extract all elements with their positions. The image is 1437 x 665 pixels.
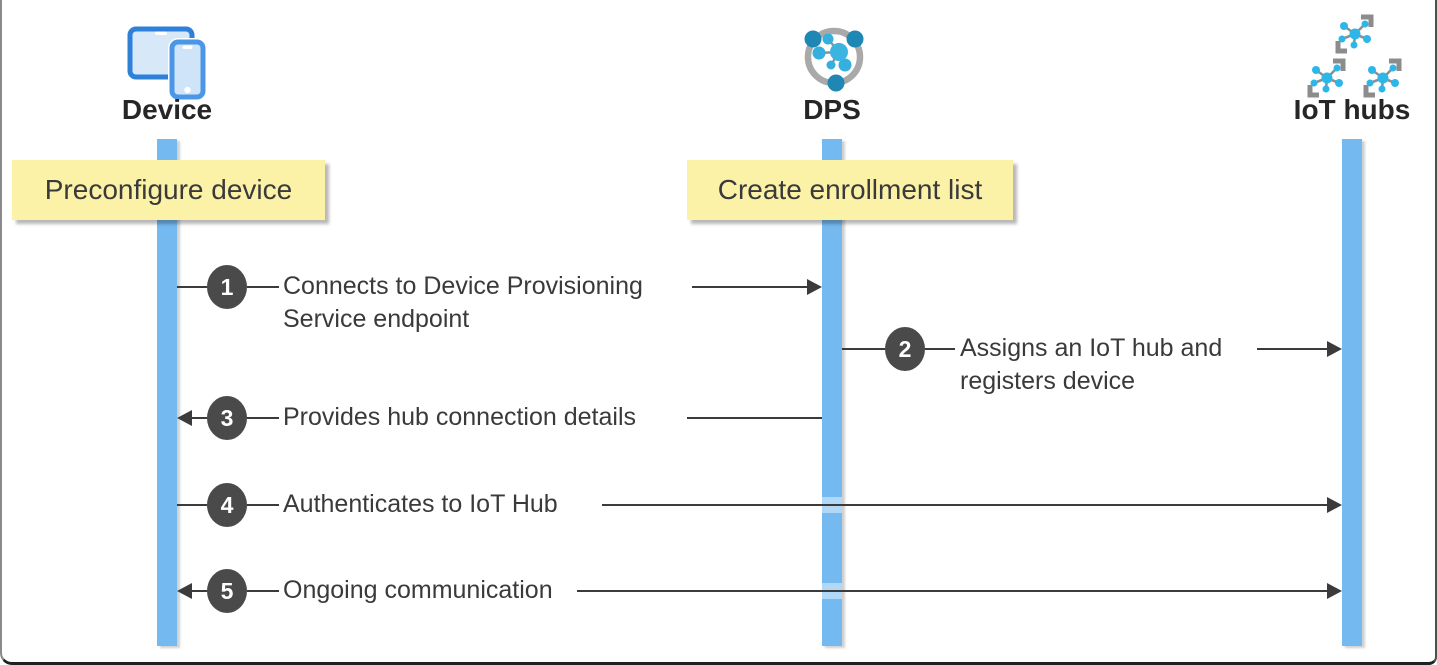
arrow-line-segment bbox=[247, 417, 279, 419]
arrow-line-segment bbox=[247, 504, 279, 506]
lifeline-iot-hubs bbox=[1342, 139, 1362, 646]
dps-service-icon bbox=[804, 27, 864, 92]
step-label: Connects to Device Provisioning Service … bbox=[283, 272, 643, 333]
step-number-badge: 1 bbox=[207, 265, 247, 309]
actor-label-dps: DPS bbox=[803, 94, 861, 125]
arrow-line-segment bbox=[177, 504, 207, 506]
step-label: Authenticates to IoT Hub bbox=[283, 490, 558, 518]
arrowhead-right-icon bbox=[1327, 497, 1342, 513]
actor-label-iot-hubs: IoT hubs bbox=[1293, 94, 1411, 125]
step-number-badge: 4 bbox=[207, 483, 247, 527]
arrow-line-segment bbox=[925, 348, 955, 350]
note-create-enrollment-list: Create enrollment list bbox=[687, 160, 1013, 220]
arrowhead-right-icon bbox=[807, 279, 822, 295]
arrowhead-right-icon bbox=[1327, 341, 1342, 357]
arrow-line-segment bbox=[191, 417, 207, 419]
lifeline-device bbox=[157, 139, 177, 646]
arrow-line-segment bbox=[687, 417, 822, 419]
arrow-line-segment bbox=[692, 286, 808, 288]
step-label: Assigns an IoT hub and registers device bbox=[960, 334, 1223, 395]
arrow-line-segment bbox=[247, 286, 279, 288]
arrowhead-left-icon bbox=[177, 583, 192, 599]
step-number-badge: 5 bbox=[207, 569, 247, 613]
arrowhead-left-icon bbox=[177, 410, 192, 426]
note-preconfigure-device: Preconfigure device bbox=[12, 160, 325, 220]
lifeline-dps bbox=[822, 139, 842, 646]
step-label: Provides hub connection details bbox=[283, 403, 637, 431]
device-tablet-phone-icon bbox=[127, 26, 207, 100]
iot-hubs-cluster-icon bbox=[1304, 14, 1404, 98]
arrow-line-segment bbox=[602, 504, 1328, 506]
step-label: Ongoing communication bbox=[283, 576, 553, 604]
step-number-badge: 2 bbox=[885, 327, 925, 371]
arrow-line-segment bbox=[1257, 348, 1328, 350]
step-number-badge: 3 bbox=[207, 396, 247, 440]
arrow-line-segment bbox=[177, 286, 207, 288]
actor-label-device: Device bbox=[121, 94, 213, 125]
arrow-line-segment bbox=[247, 590, 279, 592]
arrowhead-right-icon bbox=[1327, 583, 1342, 599]
arrow-line-segment bbox=[577, 590, 1328, 592]
arrow-line-segment bbox=[191, 590, 207, 592]
arrow-line-segment bbox=[842, 348, 885, 350]
